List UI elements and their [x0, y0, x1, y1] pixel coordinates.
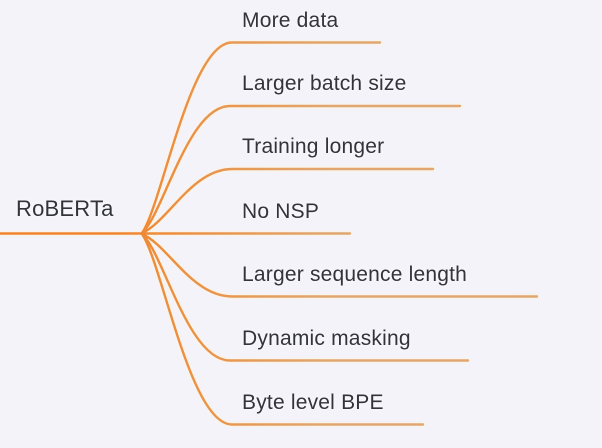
node-larger-sequence-length[interactable]: Larger sequence length	[242, 263, 468, 286]
node-roberta[interactable]: RoBERTa	[16, 196, 114, 221]
node-dynamic-masking[interactable]: Dynamic masking	[242, 327, 411, 350]
branch-line-byte-level-bpe	[140, 232, 425, 426]
node-larger-batch-size[interactable]: Larger batch size	[242, 72, 407, 95]
branch-line-training-longer	[140, 167, 435, 235]
node-training-longer[interactable]: Training longer	[242, 135, 385, 158]
node-more-data[interactable]: More data	[242, 9, 339, 32]
branch-line-larger-sequence-length	[140, 232, 539, 298]
branch-line-more-data	[140, 41, 382, 235]
node-byte-level-bpe[interactable]: Byte level BPE	[242, 391, 384, 414]
node-no-nsp[interactable]: No NSP	[242, 200, 320, 223]
branch-line-larger-batch-size	[140, 104, 462, 235]
branch-line-dynamic-masking	[140, 232, 470, 362]
